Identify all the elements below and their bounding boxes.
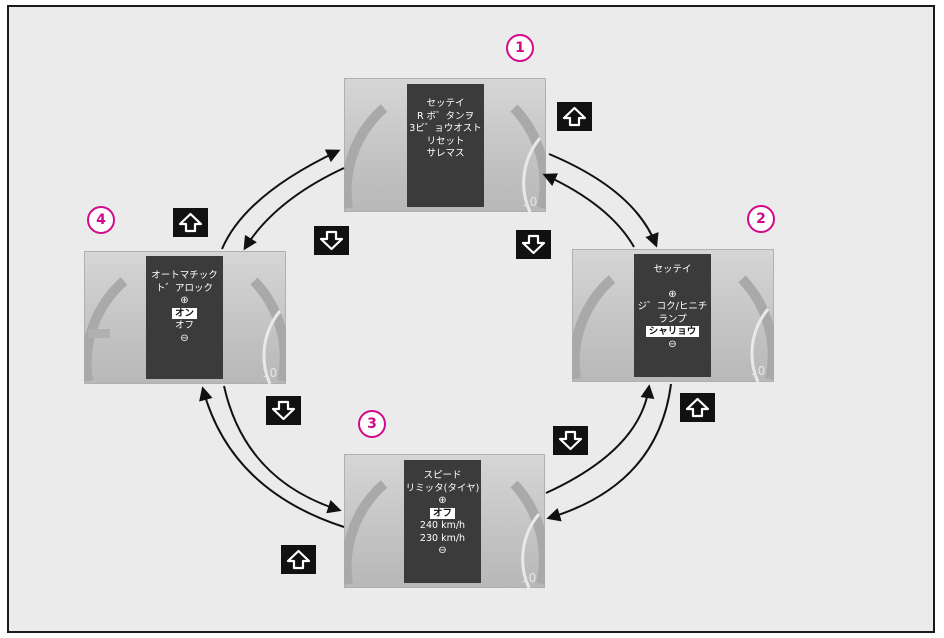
- minus-icon: ⊖: [668, 338, 677, 350]
- minus-icon: ⊖: [180, 332, 189, 344]
- up-arrow-icon: [286, 549, 311, 570]
- svg-text:10: 10: [521, 571, 536, 585]
- arrow-3-to-4: [199, 386, 345, 528]
- step-badge-1: 1: [506, 34, 534, 62]
- svg-text:10: 10: [750, 364, 765, 378]
- step-badge-3: 3: [358, 410, 386, 438]
- screen-4-selected-option: オン: [171, 307, 197, 319]
- screen-2-title: セッテイ: [653, 264, 692, 275]
- gauge-background: 10: [84, 277, 286, 384]
- up-arrow-icon: [562, 106, 587, 127]
- display-screen-2: セッテイ ⊕ ジ゛コク/ヒニチ ランプ シャリョウ ⊖: [634, 254, 711, 377]
- plus-icon: ⊕: [438, 495, 447, 506]
- display-screen-3: スピード リミッタ(タイヤ) ⊕ オフ 240 km/h 230 km/h ⊖: [404, 460, 481, 583]
- down-arrow-icon: [271, 400, 296, 421]
- screen-3-selected-option: オフ: [429, 507, 455, 519]
- screen-3-line-2: リミッタ(タイヤ): [405, 482, 480, 494]
- screen-4-line-2: ト゛アロック: [155, 282, 213, 294]
- step-badge-4: 4: [87, 206, 115, 234]
- screen-3-line-4: 230 km/h: [419, 532, 466, 544]
- down-arrow-button: [516, 230, 551, 259]
- plus-icon: ⊕: [668, 288, 677, 300]
- screen-2-line-1: ジ゛コク/ヒニチ: [637, 301, 708, 312]
- up-arrow-button: [680, 393, 715, 422]
- step-badge-2: 2: [747, 205, 775, 233]
- screen-1-line-1: セッテイ: [426, 98, 465, 109]
- plus-icon: ⊕: [180, 295, 189, 306]
- svg-text:10: 10: [522, 195, 537, 209]
- screen-panel-4: 10 オートマチック ト゛アロック ⊕ オン オフ ⊖: [84, 251, 286, 384]
- down-arrow-button: [266, 396, 301, 425]
- screen-3-line-3: 240 km/h: [419, 520, 466, 531]
- svg-text:10: 10: [262, 366, 277, 380]
- down-arrow-icon: [558, 430, 583, 451]
- arrow-1-to-4: [243, 167, 345, 251]
- display-screen-1: セッテイ R ボ゛タンヲ 3ビ゛ョウオスト リセット サレマス: [407, 84, 484, 207]
- screen-panel-1: 10 セッテイ R ボ゛タンヲ 3ビ゛ョウオスト リセット サレマス: [344, 78, 546, 212]
- screen-2-selected-option: シャリョウ: [645, 326, 700, 337]
- screen-panel-2: 10 セッテイ ⊕ ジ゛コク/ヒニチ ランプ シャリョウ ⊖: [572, 249, 774, 382]
- screen-1-line-2: R ボ゛タンヲ: [416, 110, 475, 122]
- screen-3-line-1: スピード: [423, 470, 462, 481]
- screen-1-line-5: サレマス: [426, 148, 465, 159]
- gauge-background: 10: [572, 275, 774, 382]
- down-arrow-button: [553, 426, 588, 455]
- screen-4-line-1: オートマチック: [151, 270, 218, 281]
- down-arrow-icon: [319, 230, 344, 251]
- up-arrow-icon: [685, 397, 710, 418]
- up-arrow-icon: [178, 212, 203, 233]
- arrow-4-to-3: [223, 385, 342, 514]
- screen-1-line-3: 3ビ゛ョウオスト: [409, 123, 482, 134]
- arrow-2-to-3: [546, 383, 672, 522]
- display-screen-4: オートマチック ト゛アロック ⊕ オン オフ ⊖: [146, 256, 223, 379]
- arrow-4-to-1: [221, 149, 341, 250]
- minus-icon: ⊖: [438, 545, 447, 556]
- screen-1-line-4: リセット: [426, 135, 465, 147]
- screen-2-line-2: ランプ: [658, 313, 687, 325]
- screen-4-line-3: オフ: [174, 320, 194, 331]
- arrow-1-to-2: [548, 153, 659, 248]
- gauge-background: 10: [344, 104, 546, 212]
- up-arrow-button: [173, 208, 208, 237]
- arrow-2-to-1: [542, 173, 635, 248]
- arrow-3-to-2: [545, 384, 655, 494]
- down-arrow-button: [314, 226, 349, 255]
- up-arrow-button: [557, 102, 592, 131]
- down-arrow-icon: [521, 234, 546, 255]
- gauge-background: 10: [344, 480, 545, 588]
- screen-panel-3: 10 スピード リミッタ(タイヤ) ⊕ オフ 240 km/h 230 km/h…: [344, 454, 545, 588]
- up-arrow-button: [281, 545, 316, 574]
